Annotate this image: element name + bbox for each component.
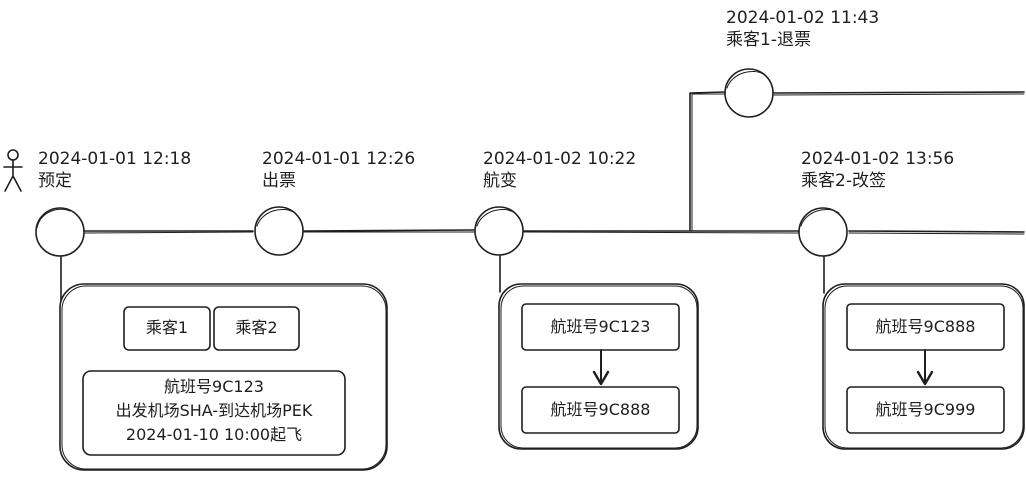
- event-action: 出票: [262, 171, 296, 191]
- main-timeline: [83, 229, 1025, 235]
- flight-departure: 2024-01-10 10:00起飞: [125, 425, 303, 444]
- change-from-flight: 航班号9C123: [550, 317, 651, 336]
- event-time: 2024-01-01 12:18: [38, 149, 192, 169]
- change-to-box: [521, 386, 680, 434]
- event-label-refund: 2024-01-02 11:43 乘客1-退票: [726, 7, 879, 51]
- event-label-change: 2024-01-02 10:22 航变: [483, 148, 636, 192]
- flight-info-text: 航班号9C123 出发机场SHA-到达机场PEK 2024-01-10 10:0…: [83, 375, 345, 447]
- event-node-rebook[interactable]: [798, 207, 848, 257]
- rebook-from-flight: 航班号9C888: [875, 317, 976, 336]
- rebook-card-frame: [822, 283, 1025, 450]
- rebook-to-box: [846, 386, 1005, 434]
- flight-number: 航班号9C123: [164, 377, 264, 396]
- event-action: 预定: [38, 171, 72, 191]
- event-time: 2024-01-02 11:43: [726, 8, 880, 28]
- event-time: 2024-01-02 13:56: [801, 149, 955, 169]
- booking-card-frame: [59, 283, 388, 471]
- change-card-frame: [498, 283, 699, 450]
- flight-info-box: [82, 370, 346, 456]
- passenger-1-label: 乘客1: [145, 318, 189, 337]
- event-label-rebook: 2024-01-02 13:56 乘客2-改签: [801, 148, 954, 192]
- event-node-book[interactable]: [35, 207, 85, 257]
- actor-icon: [3, 149, 23, 192]
- event-action: 乘客1-退票: [726, 30, 811, 50]
- event-node-refund[interactable]: [724, 68, 774, 118]
- event-action: 乘客2-改签: [801, 171, 886, 191]
- passenger-2-box: [213, 306, 300, 351]
- refund-branch-line: [689, 91, 1025, 231]
- passenger-1-box: [123, 306, 211, 351]
- event-action: 航变: [483, 171, 517, 191]
- event-node-ticket[interactable]: [254, 206, 304, 256]
- rebook-to-flight: 航班号9C999: [875, 400, 976, 419]
- event-node-change[interactable]: [474, 206, 524, 256]
- event-label-book: 2024-01-01 12:18 预定: [38, 148, 191, 192]
- flight-route: 出发机场SHA-到达机场PEK: [115, 401, 313, 420]
- event-label-ticket: 2024-01-01 12:26 出票: [262, 148, 415, 192]
- event-time: 2024-01-01 12:26: [262, 149, 416, 169]
- event-time: 2024-01-02 10:22: [483, 149, 637, 169]
- passenger-2-label: 乘客2: [235, 318, 278, 337]
- change-to-flight: 航班号9C888: [550, 400, 651, 419]
